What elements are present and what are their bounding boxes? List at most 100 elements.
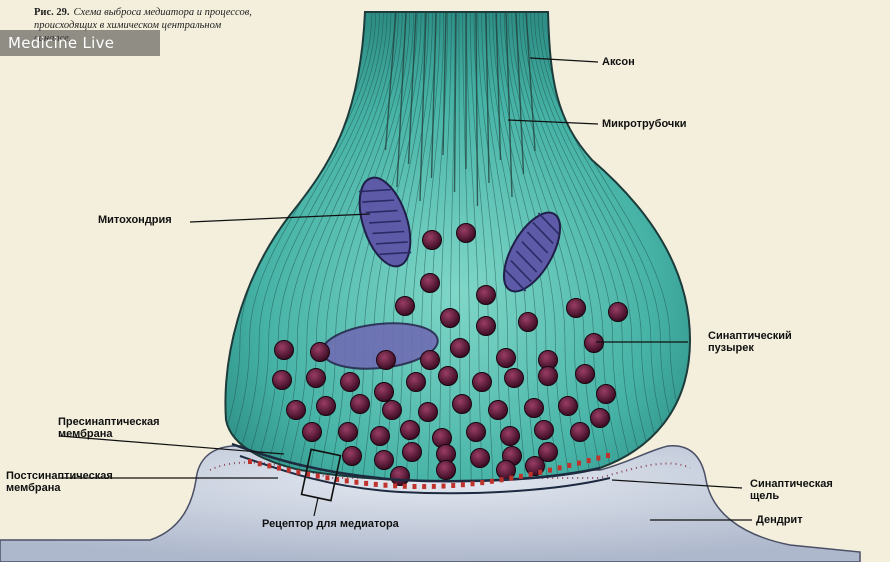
- receptor-dot: [257, 461, 262, 467]
- synaptic-vesicle: [524, 398, 544, 418]
- receptor-dot: [557, 465, 562, 471]
- crista-stripe: [526, 231, 549, 254]
- label-microtubules: Микротрубочки: [602, 118, 687, 130]
- receptor-dot: [431, 483, 436, 489]
- synaptic-vesicle: [566, 298, 586, 318]
- synaptic-vesicle: [438, 366, 458, 386]
- crista-stripe: [510, 260, 532, 283]
- synaptic-vesicle: [402, 442, 422, 462]
- receptor-dot: [402, 483, 407, 489]
- label-mitochondria: Митохондрия: [98, 214, 172, 226]
- microtubule-line: [430, 11, 437, 179]
- synaptic-vesicle: [466, 422, 486, 442]
- receptor-dot: [538, 469, 543, 475]
- crista-stripe: [532, 221, 554, 244]
- label-cleft-line1: Синаптическая: [750, 478, 833, 490]
- synaptic-vesicle: [584, 333, 604, 353]
- label-postsynaptic-membrane: Постсинаптическая мембрана: [6, 470, 113, 494]
- hatch-line: [383, 12, 433, 482]
- receptor-dot: [286, 467, 291, 473]
- synaptic-vesicle: [575, 364, 595, 384]
- crista-stripe: [369, 220, 401, 224]
- crista-stripe: [521, 240, 543, 264]
- synaptic-vesicle: [376, 350, 396, 370]
- synaptic-vesicle: [272, 370, 292, 390]
- receptor-dot: [489, 478, 494, 484]
- receptor-dot: [606, 453, 610, 458]
- hatch-line: [500, 12, 581, 482]
- label-mitochondria-text: Митохондрия: [98, 214, 172, 226]
- crista-stripe: [375, 241, 408, 245]
- microtubule-line: [515, 11, 525, 175]
- microtubule-line: [384, 11, 397, 151]
- label-axon: Аксон: [602, 56, 635, 68]
- microtubule-line: [407, 11, 417, 165]
- crista-stripe: [358, 188, 391, 193]
- hatch-line: [242, 12, 384, 482]
- hatch-line: [496, 12, 570, 482]
- receptor-dot: [547, 467, 552, 473]
- label-dendrite: Дендрит: [756, 514, 803, 526]
- hatch-line: [253, 12, 388, 482]
- receptor-dot: [248, 459, 252, 464]
- label-axon-text: Аксон: [602, 56, 635, 68]
- crista-stripe: [362, 199, 395, 203]
- microtubule-line: [485, 11, 490, 184]
- receptor-dot: [509, 475, 514, 481]
- synaptic-vesicle: [310, 342, 330, 362]
- receptor-dot: [306, 471, 311, 477]
- watermark-logo: Medicine Live: [0, 30, 160, 56]
- figure-number: Рис. 29.: [34, 7, 70, 18]
- synaptic-vesicle: [390, 466, 410, 486]
- synaptic-vesicle: [500, 426, 520, 446]
- synaptic-vesicle: [274, 340, 294, 360]
- label-presyn-line1: Пресинаптическая: [58, 416, 160, 428]
- microtubule-line: [396, 11, 407, 188]
- synaptic-vesicle: [488, 400, 508, 420]
- synaptic-vesicle: [418, 402, 438, 422]
- synaptic-vesicle: [422, 230, 442, 250]
- synaptic-vesicle: [406, 372, 426, 392]
- synaptic-vesicle: [338, 422, 358, 442]
- hatch-line: [372, 12, 430, 482]
- synaptic-vesicle: [306, 368, 326, 388]
- hatch-line: [274, 12, 396, 482]
- synaptic-vesicle: [350, 394, 370, 414]
- receptor-dot: [441, 483, 446, 489]
- crista-stripe: [515, 250, 538, 273]
- synaptic-vesicle: [420, 350, 440, 370]
- synaptic-vesicle: [504, 368, 524, 388]
- receptor-dot: [344, 478, 349, 484]
- synaptic-vesicle: [436, 460, 456, 480]
- hatch-line: [362, 12, 426, 482]
- label-presyn-line2: мембрана: [58, 428, 113, 440]
- microtubules-group: [384, 11, 536, 207]
- hatch-line: [318, 12, 411, 482]
- hatch-line: [469, 12, 494, 482]
- leader-lines: [59, 57, 752, 521]
- hatch-line: [515, 12, 625, 482]
- label-vesicle: Синаптический пузырек: [708, 330, 792, 354]
- hatch-line: [296, 12, 403, 482]
- crista-stripe: [372, 230, 405, 235]
- synaptic-vesicle: [340, 372, 360, 392]
- receptor-dot: [354, 479, 359, 485]
- synaptic-vesicle: [302, 422, 322, 442]
- crista-stripe: [365, 209, 398, 214]
- receptor-dot: [335, 476, 340, 482]
- hatch-line: [264, 12, 392, 482]
- label-cleft-line2: щель: [750, 490, 780, 502]
- postsynaptic-membrane: [239, 455, 611, 495]
- hatch-line: [473, 12, 505, 482]
- receptor-dot: [596, 455, 601, 461]
- synaptic-vesicle: [400, 420, 420, 440]
- label-microtubules-text: Микротрубочки: [602, 118, 687, 130]
- receptor-dot: [567, 462, 572, 468]
- synaptic-vesicle: [570, 422, 590, 442]
- synaptic-vesicle: [590, 408, 610, 428]
- receptor-dot: [325, 475, 330, 481]
- label-dendrite-text: Дендрит: [756, 514, 803, 526]
- receptor-box: [300, 448, 342, 502]
- receptor-dot: [393, 483, 398, 489]
